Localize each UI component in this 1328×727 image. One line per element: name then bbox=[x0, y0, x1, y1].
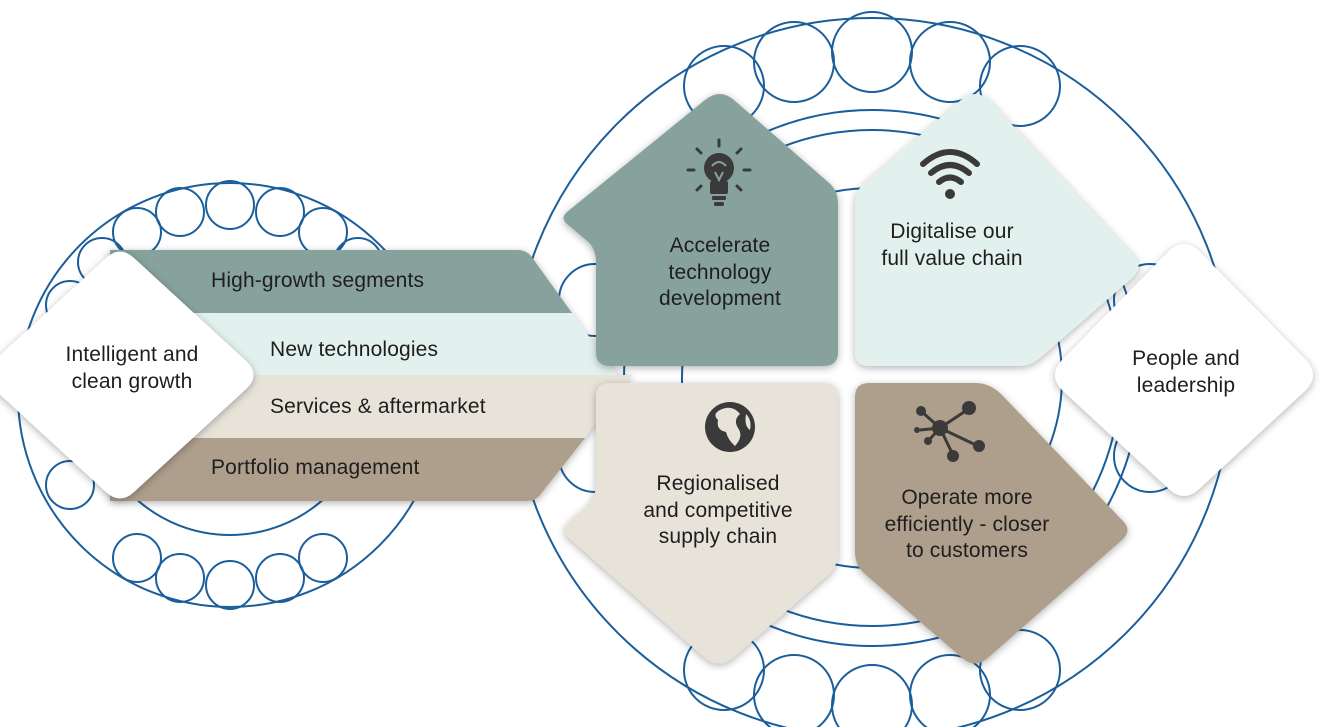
band-label-portfolio-management: Portfolio management bbox=[211, 456, 420, 479]
lightbulb-icon bbox=[686, 138, 752, 206]
tile-label-accelerate-technology: Accelerate technology development bbox=[659, 234, 781, 311]
band-high-growth-segments bbox=[110, 250, 572, 313]
tile-label-regionalised-supply-chain: Regionalised and competitive supply chai… bbox=[643, 472, 793, 549]
people-leadership-diamond bbox=[1055, 244, 1313, 496]
growth-hub-diamond bbox=[0, 251, 254, 499]
wifi-icon bbox=[920, 149, 980, 199]
network-icon bbox=[914, 401, 985, 462]
tile-accelerate-technology bbox=[563, 94, 838, 366]
growth-hub-label: Intelligent and clean growth bbox=[65, 343, 199, 393]
band-label-services-aftermarket: Services & aftermarket bbox=[270, 395, 486, 418]
tile-label-digitalise: Digitalise our full value chain bbox=[881, 220, 1023, 270]
tile-label-operate-efficiently: Operate more efficiently - closer to cus… bbox=[884, 486, 1050, 563]
tile-operate-efficiently bbox=[855, 383, 1128, 664]
tile-regionalised-supply-chain bbox=[564, 383, 838, 664]
people-leadership-label: People and leadership bbox=[1132, 347, 1240, 397]
band-portfolio-management bbox=[110, 438, 585, 501]
band-label-high-growth-segments: High-growth segments bbox=[211, 269, 425, 292]
globe-icon bbox=[705, 402, 755, 452]
band-label-new-technologies: New technologies bbox=[270, 338, 439, 361]
